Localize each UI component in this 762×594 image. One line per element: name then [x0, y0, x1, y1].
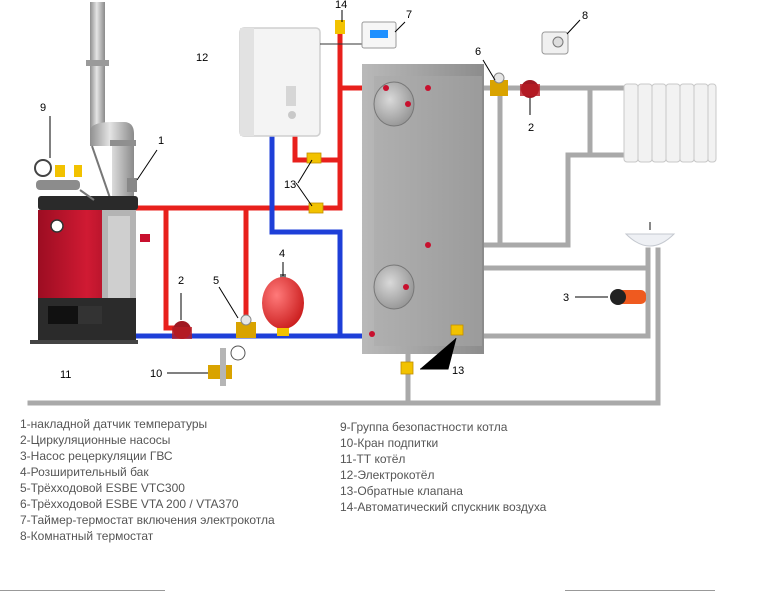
callout-13a: 13 — [284, 179, 296, 191]
three-way-valve-icon — [236, 72, 508, 338]
legend-item: 9-Группа безопастности котла — [340, 420, 508, 434]
callout-4: 4 — [279, 248, 285, 260]
pump-icon — [172, 80, 540, 339]
sink-icon — [624, 222, 676, 247]
callout-7: 7 — [406, 9, 412, 21]
callout-2a: 2 — [178, 275, 184, 287]
chimney-icon — [86, 2, 136, 200]
legend-item: 3-Насос рецеркуляции ГВС — [20, 449, 173, 463]
legend-item: 5-Трёхходовой ESBE VTC300 — [20, 481, 185, 495]
expansion-tank-icon — [262, 274, 304, 336]
legend-item: 12-Электрокотёл — [340, 468, 435, 482]
temperature-sensor-icon — [127, 178, 137, 192]
legend-item: 8-Комнатный термостат — [20, 529, 154, 543]
callout-3: 3 — [563, 292, 569, 304]
callout-11: 11 — [60, 369, 71, 381]
legend-item: 4-Розширительный бак — [20, 465, 149, 479]
callout-5: 5 — [213, 275, 219, 287]
callout-6: 6 — [475, 46, 481, 58]
callout-2b: 2 — [528, 122, 534, 134]
buffer-tank-icon — [362, 64, 484, 354]
legend-item: 11-ТТ котёл — [340, 452, 406, 466]
electric-boiler-icon — [239, 27, 392, 137]
legend-item: 10-Кран подпитки — [340, 436, 439, 450]
callout-8: 8 — [582, 10, 588, 22]
legend-item: 7-Таймер-термостат включения электрокотл… — [20, 513, 275, 527]
legend-item: 13-Обратные клапана — [340, 484, 463, 498]
radiator-icon — [623, 83, 717, 163]
legend-item: 6-Трёхходовой ESBE VTA 200 / VTA370 — [20, 497, 239, 511]
callout-10: 10 — [150, 368, 162, 380]
callout-numbers: 1 2 2 3 4 5 6 7 8 9 10 11 12 13 13 14 — [40, 0, 588, 381]
callout-12: 12 — [196, 52, 208, 64]
callout-13b: 13 — [452, 365, 464, 377]
boiler-icon — [30, 196, 138, 344]
safety-group-icon — [34, 159, 95, 201]
bottom-rule-left — [0, 590, 165, 591]
legend-right: 9-Группа безопастности котла 10-Кран под… — [340, 419, 546, 515]
legend-item: 2-Циркуляционные насосы — [20, 433, 171, 447]
legend-item: 1-накладной датчик температуры — [20, 417, 208, 431]
legend-left: 1-накладной датчик температуры 2-Циркуля… — [20, 416, 275, 544]
legend-item: 14-Автоматический спускник воздуха — [340, 500, 547, 514]
bottom-rule-right — [565, 590, 715, 591]
callout-9: 9 — [40, 102, 46, 114]
callout-1: 1 — [158, 135, 164, 147]
leader-lines — [49, 10, 608, 374]
recirculation-pump-icon — [610, 289, 646, 305]
boiler-sensor-icon — [140, 234, 150, 242]
thermostat-icon — [541, 31, 569, 55]
callout-14: 14 — [335, 0, 347, 11]
timer-thermostat-icon — [361, 21, 397, 49]
check-valve-icon — [306, 152, 464, 375]
air-vent-icon — [335, 20, 345, 34]
fill-valve-icon — [208, 345, 246, 386]
